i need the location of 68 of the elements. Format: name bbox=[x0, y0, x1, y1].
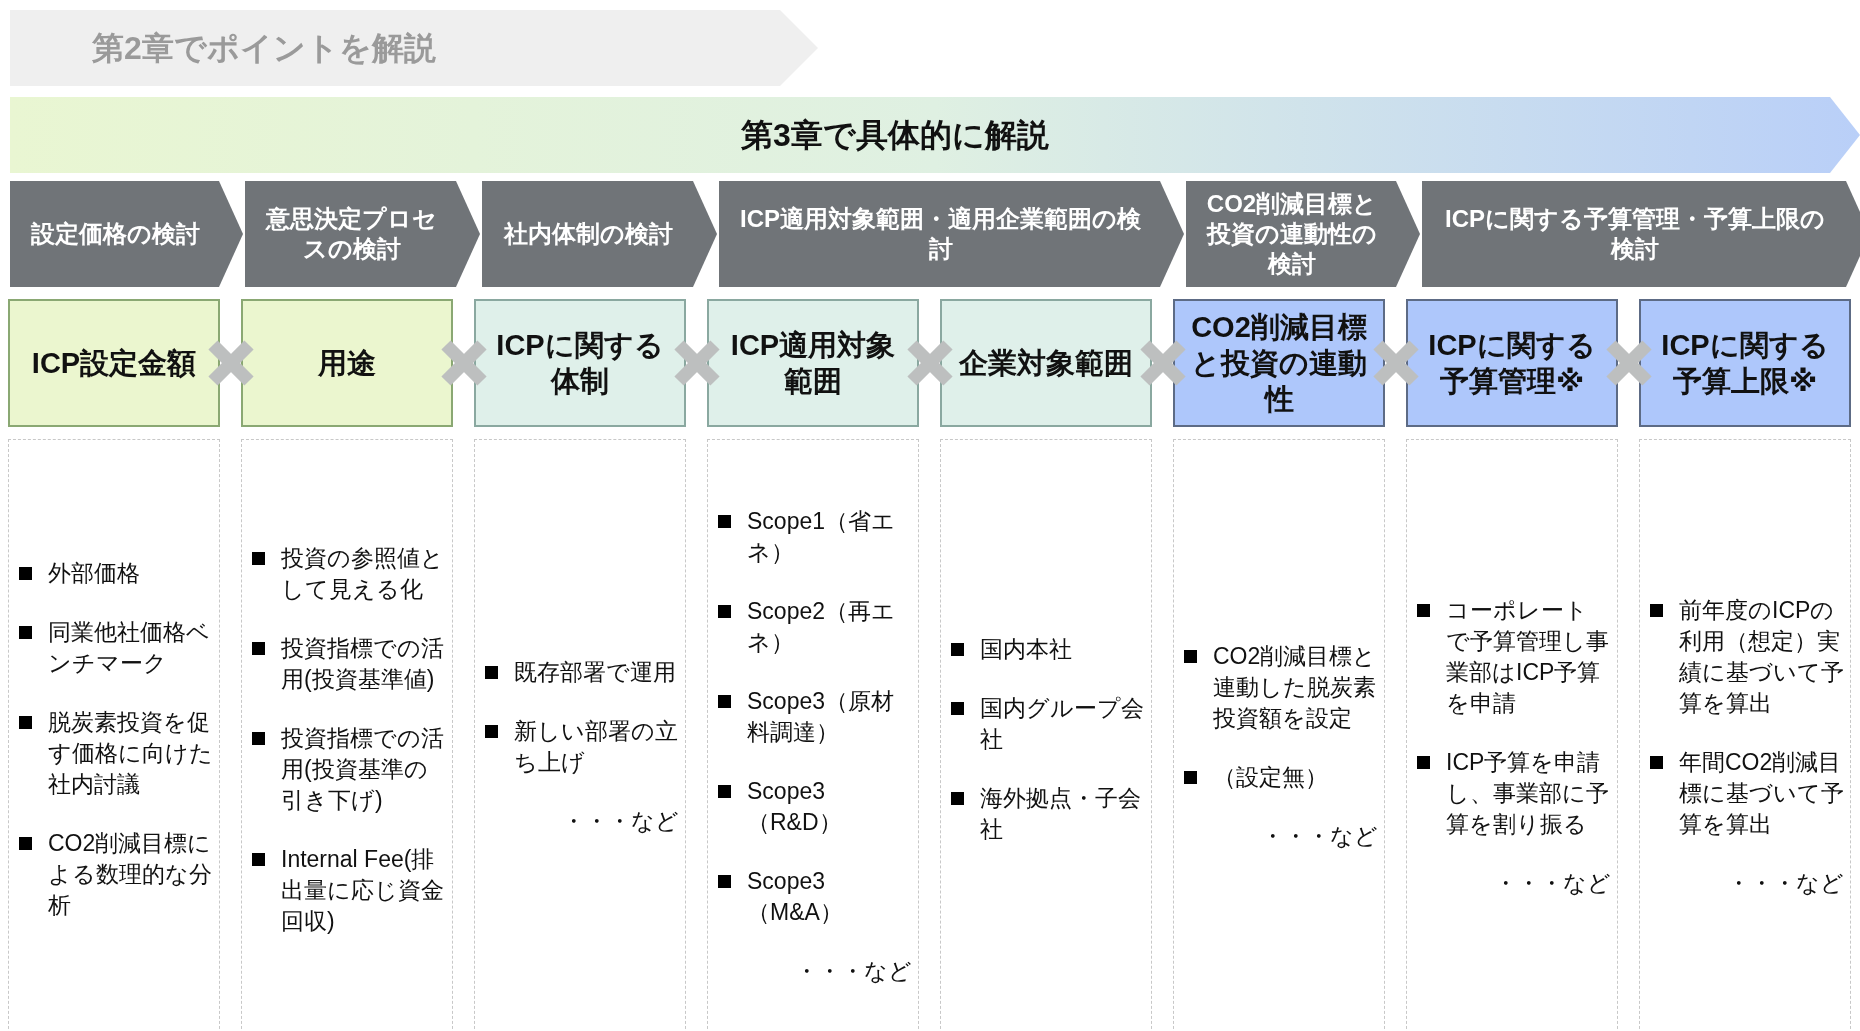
category-box bbox=[707, 299, 919, 427]
example-list-panel bbox=[1639, 439, 1851, 1031]
step-title: 設定価格の検討 bbox=[31, 219, 200, 249]
bullet-text: Scope2（再エネ） bbox=[747, 597, 896, 657]
category-box bbox=[8, 299, 220, 427]
step-chevron bbox=[1422, 181, 1860, 287]
category-title: 企業対象範囲 bbox=[959, 345, 1133, 381]
category-box bbox=[940, 299, 1152, 427]
step-chevron bbox=[482, 181, 717, 287]
example-list-panel bbox=[1173, 439, 1385, 1031]
bullet-text: 新しい部署の立ち上げ bbox=[514, 716, 679, 777]
bullet-text: Scope3（M&A） bbox=[747, 867, 844, 927]
bullet-text: Scope3（R&D） bbox=[747, 777, 843, 837]
example-list-panel bbox=[474, 439, 686, 1031]
banner-title: 第2章でポイントを解説 bbox=[92, 29, 436, 68]
category-box bbox=[1639, 299, 1851, 427]
step-chevron bbox=[245, 181, 480, 287]
bullet-text: Scope3（原材料調達） bbox=[747, 687, 895, 747]
step-chevron bbox=[10, 181, 243, 287]
category-title: ICPに関する予算上限※ bbox=[1660, 327, 1830, 399]
example-list-panel bbox=[8, 439, 220, 1031]
etc-note: ・・・など bbox=[1494, 868, 1611, 898]
step-chevron bbox=[1186, 181, 1420, 287]
category-box bbox=[1173, 299, 1385, 427]
bullet-text: 前年度のICPの利用（想定）実績に基づいて予算を算出 bbox=[1679, 595, 1844, 718]
example-list-panel bbox=[241, 439, 453, 1031]
bullet-text: 外部価格 bbox=[48, 559, 140, 588]
category-box bbox=[241, 299, 453, 427]
step-chevron bbox=[719, 181, 1184, 287]
etc-note: ・・・など bbox=[1727, 868, 1844, 898]
category-title: ICP設定金額 bbox=[31, 345, 197, 381]
step-title: ICPに関する予算管理・予算上限の検討 bbox=[1444, 204, 1826, 264]
bullet-text: 投資指標での活用(投資基準値) bbox=[281, 633, 445, 694]
bullet-text: 年間CO2削減目標に基づいて予算を算出 bbox=[1679, 747, 1844, 839]
step-title: 意思決定プロセスの検討 bbox=[264, 204, 438, 264]
example-list-panel bbox=[940, 439, 1152, 1031]
bullet-text: 脱炭素投資を促す価格に向けた社内討議 bbox=[48, 708, 213, 799]
bullet-text: 投資の参照値として見える化 bbox=[281, 543, 445, 604]
bullet-text: ICP予算を申請し、事業部に予算を割り振る bbox=[1446, 747, 1610, 839]
chapter-banner bbox=[10, 97, 1860, 173]
bullet-text: 同業他社価格ベンチマーク bbox=[48, 618, 211, 678]
category-title: 用途 bbox=[318, 345, 376, 381]
bullet-text: 海外拠点・子会社 bbox=[980, 784, 1142, 844]
category-title: ICPに関する予算管理※ bbox=[1427, 327, 1597, 399]
bullet-text: 国内グループ会社 bbox=[980, 694, 1145, 754]
step-title: ICP適用対象範囲・適用企業範囲の検討 bbox=[739, 204, 1142, 264]
bullet-text: 国内本社 bbox=[980, 635, 1072, 664]
bullet-text: Scope1（省エネ） bbox=[747, 507, 896, 567]
category-box bbox=[1406, 299, 1618, 427]
bullet-text: CO2削減目標と連動した脱炭素投資額を設定 bbox=[1213, 642, 1378, 733]
etc-note: ・・・など bbox=[1261, 822, 1378, 851]
etc-note: ・・・など bbox=[562, 806, 679, 836]
banner-title: 第3章で具体的に解説 bbox=[741, 116, 1049, 155]
example-list-panel bbox=[707, 439, 919, 1031]
bullet-text: 投資指標での活用(投資基準の引き下げ) bbox=[281, 723, 445, 815]
category-title: ICPに関する体制 bbox=[495, 327, 665, 399]
step-title: CO2削減目標と投資の連動性の検討 bbox=[1205, 189, 1379, 279]
bullet-text: CO2削減目標による数理的な分析 bbox=[48, 829, 213, 920]
category-title: ICP適用対象範囲 bbox=[729, 327, 897, 399]
etc-note: ・・・など bbox=[795, 957, 912, 986]
step-title: 社内体制の検討 bbox=[504, 219, 673, 249]
bullet-text: コーポレートで予算管理し事業部はICP予算を申請 bbox=[1446, 595, 1610, 718]
bullet-text: 既存部署で運用 bbox=[514, 657, 676, 687]
category-box bbox=[474, 299, 686, 427]
bullet-text: Internal Fee(排出量に応じ資金回収) bbox=[281, 844, 445, 936]
example-list-panel bbox=[1406, 439, 1618, 1031]
bullet-text: （設定無） bbox=[1213, 763, 1328, 792]
category-title: CO2削減目標と投資の連動性 bbox=[1190, 309, 1368, 418]
